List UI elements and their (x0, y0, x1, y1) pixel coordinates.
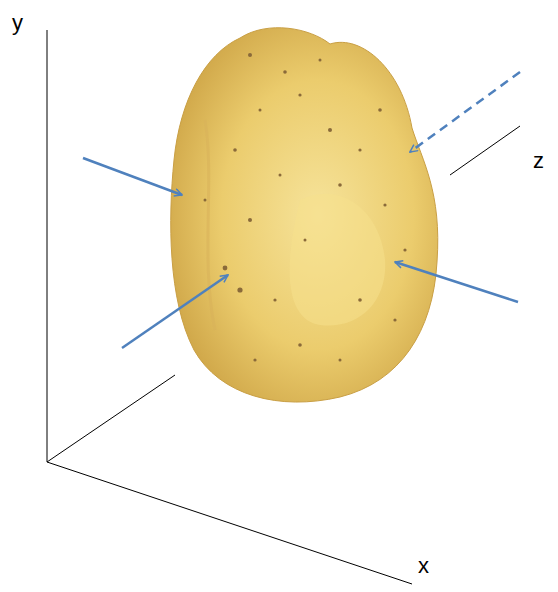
force-arrow (83, 158, 182, 195)
potato (171, 28, 438, 402)
force-arrow (122, 275, 228, 348)
force-arrow (395, 262, 518, 302)
potato-crease (205, 120, 215, 330)
y-axis (47, 30, 48, 462)
potato-spots (204, 53, 407, 362)
z-axis (47, 375, 175, 462)
hidden-force-arrow (410, 72, 520, 152)
potato-highlight (290, 194, 386, 326)
z-axis (450, 126, 520, 175)
axis-label: y (12, 12, 23, 34)
x-axis (47, 462, 412, 584)
axis-label: x (418, 555, 429, 577)
axis-label: z (533, 150, 544, 172)
